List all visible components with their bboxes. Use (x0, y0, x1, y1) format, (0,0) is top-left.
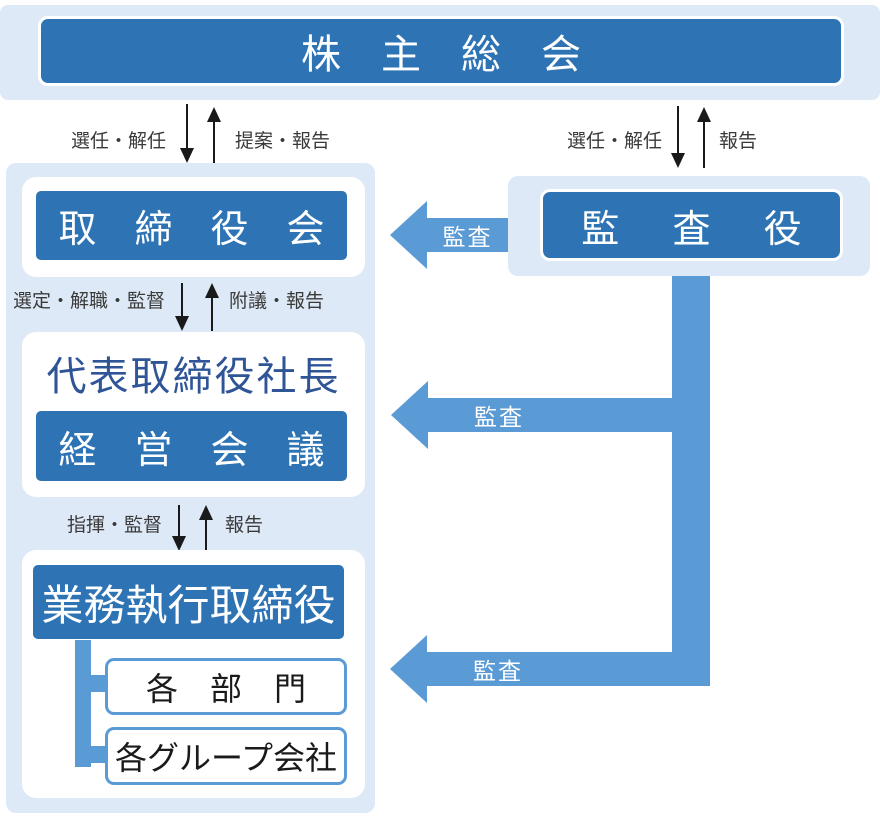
auditor-box: 監査役 (540, 189, 843, 261)
report-up-arrow-right (697, 107, 711, 168)
audit-arrow-board-body: 監査 (427, 218, 508, 252)
group-companies-box: 各グループ会社 (105, 727, 347, 785)
label-report-exec: 報告 (225, 515, 264, 536)
label-propose-report: 提案・報告 (235, 131, 331, 152)
exec-bracket-stub-departments (75, 675, 105, 692)
audit-arrow-board-head (390, 201, 427, 269)
group-companies-label: 各グループ会社 (114, 740, 338, 776)
command-supervise-down-arrow (172, 505, 186, 551)
board-label: 取締役会 (58, 209, 363, 251)
departments-label: 各部門 (145, 670, 338, 707)
propose-report-up-arrow-left (207, 107, 221, 163)
appoint-dismiss-down-arrow-left (180, 104, 194, 163)
audit-arrow-exec-head (390, 635, 427, 703)
audit-arrow-exec: 監査 (390, 635, 710, 703)
audit-arrow-board: 監査 (390, 201, 508, 269)
exec-bracket-stub-group (75, 746, 105, 763)
select-dismiss-supervise-down-arrow (175, 283, 189, 331)
label-appoint-dismiss-left: 選任・解任 (71, 131, 167, 152)
audit-label-management: 監査 (474, 404, 524, 430)
audit-arrow-management-body: 監査 (428, 398, 710, 432)
board-box: 取締役会 (33, 188, 350, 263)
audit-trunk-bar (672, 276, 710, 686)
shareholders-label: 株主総会 (301, 33, 621, 77)
submit-report-up-arrow (205, 283, 219, 331)
appoint-dismiss-down-arrow-right (671, 106, 685, 168)
audit-arrow-exec-body: 監査 (427, 652, 710, 686)
label-submit-report: 附議・報告 (229, 291, 325, 312)
label-command-supervise: 指揮・監督 (67, 515, 163, 536)
exec-directors-label: 業務執行取締役 (41, 581, 336, 629)
management-box: 経営会議 (33, 408, 350, 484)
audit-arrow-management-head (391, 381, 428, 449)
label-appoint-dismiss-right: 選任・解任 (567, 131, 663, 152)
audit-label-board: 監査 (442, 224, 493, 250)
departments-box: 各部門 (105, 658, 347, 715)
shareholders-box: 株主総会 (38, 16, 844, 86)
label-select-dismiss-supervise: 選定・解職・監督 (13, 291, 166, 312)
label-report-right: 報告 (719, 131, 758, 152)
audit-arrow-management: 監査 (391, 381, 710, 449)
auditor-label: 監査役 (581, 208, 855, 251)
audit-label-exec: 監査 (473, 658, 523, 684)
report-up-arrow-exec (199, 505, 213, 551)
exec-bracket-vertical (75, 640, 91, 767)
president-title: 代表取締役社長 (46, 355, 341, 399)
exec-directors-box: 業務執行取締役 (30, 562, 347, 642)
management-label: 経営会議 (58, 429, 363, 472)
